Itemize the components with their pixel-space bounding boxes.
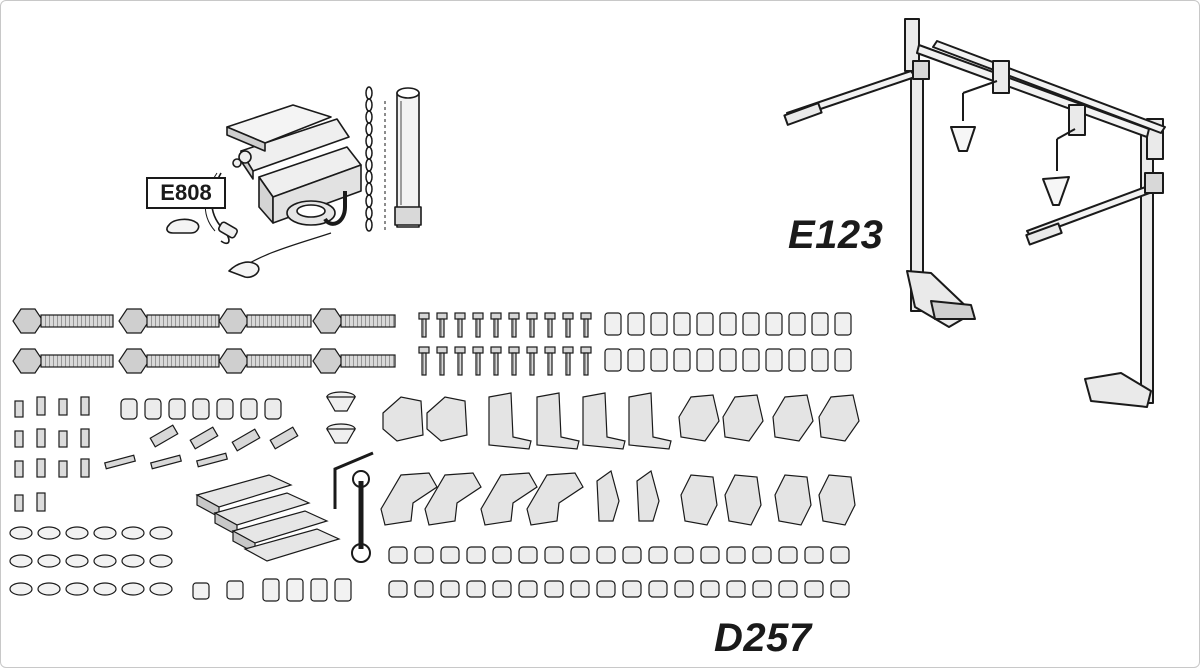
- spacers-top: [604, 312, 852, 372]
- tools: [333, 451, 374, 563]
- threaded-bolts: [12, 308, 396, 374]
- e808-label: E808: [146, 177, 226, 209]
- nuts: [388, 546, 850, 598]
- d257-label: D257: [714, 616, 812, 660]
- e123-label: E123: [788, 213, 884, 257]
- clamp-blocks-row-1: [382, 392, 860, 450]
- cones: [325, 391, 357, 444]
- cylinders: [120, 398, 282, 420]
- d257-fixture-set-drawing: [9, 308, 860, 602]
- pins: [14, 396, 90, 512]
- e808-pump-kit-drawing: [166, 86, 422, 279]
- clamp-arms-row-2: [380, 470, 856, 526]
- e123-frame-drawing: [783, 18, 1166, 408]
- small-bolts: [418, 312, 592, 376]
- angled-pins: [103, 424, 299, 470]
- washers: [9, 526, 352, 602]
- stacked-plates: [195, 474, 341, 562]
